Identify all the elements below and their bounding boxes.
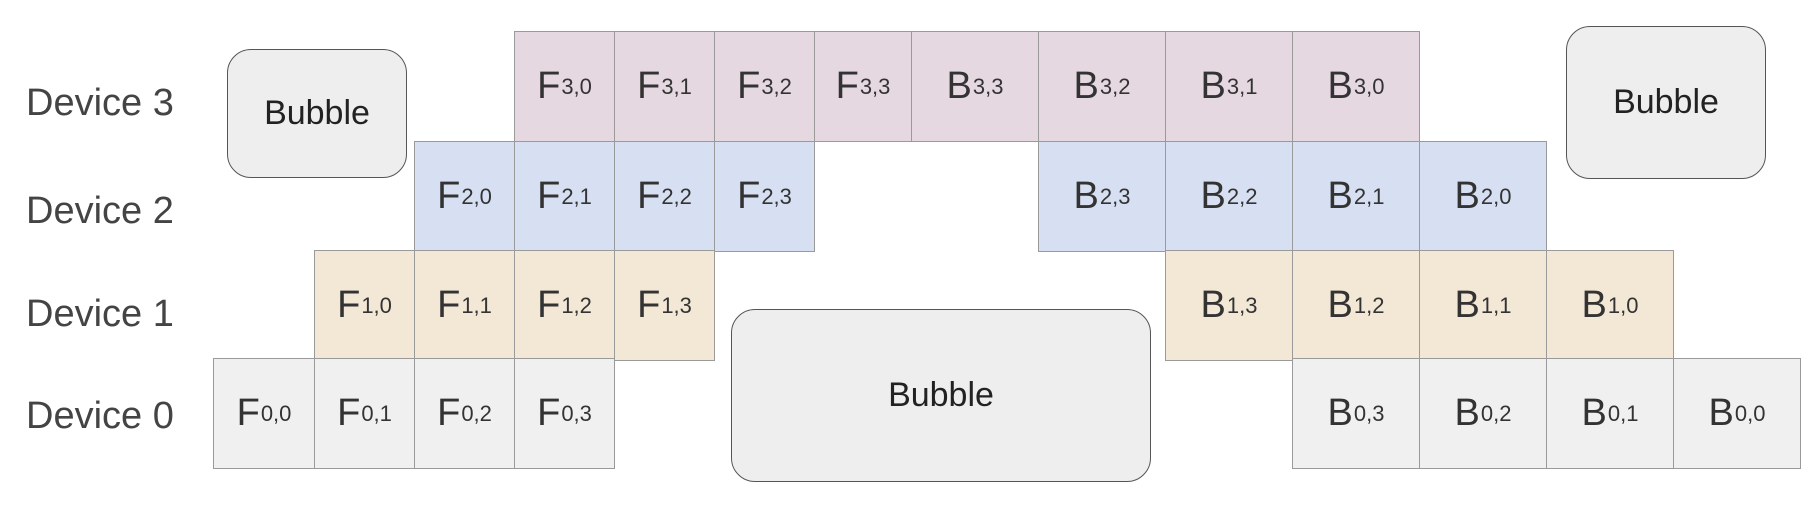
bubble-top-left: Bubble	[227, 49, 407, 178]
bubble-center: Bubble	[731, 309, 1151, 482]
row-label-device-1: Device 1	[26, 293, 174, 335]
row-label-device-0: Device 0	[26, 395, 174, 437]
row-label-device-2: Device 2	[26, 190, 174, 232]
bubble-top-right: Bubble	[1566, 26, 1766, 179]
row-label-device-3: Device 3	[26, 82, 174, 124]
